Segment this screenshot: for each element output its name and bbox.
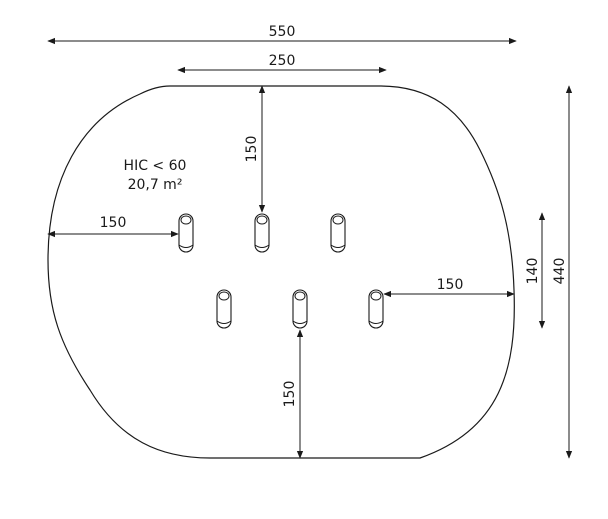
stepping-post (330, 213, 346, 253)
posts-lower-row (216, 289, 384, 329)
dim-overall-height-label: 440 (552, 258, 568, 285)
stepping-post (368, 289, 384, 329)
dim-bottom-clearance-label: 150 (282, 381, 298, 408)
dim-right-clearance-label: 150 (437, 277, 464, 293)
stepping-post (292, 289, 308, 329)
safety-area-outline (47, 85, 515, 459)
dim-left-clearance-label: 150 (100, 215, 127, 231)
dim-top-clearance-label: 150 (244, 136, 260, 163)
hic-label: HIC < 60 (124, 158, 187, 174)
stepping-post (254, 213, 270, 253)
area-label: 20,7 m² (128, 177, 183, 193)
posts-upper-row (178, 213, 346, 253)
dim-upper-width-label: 250 (269, 53, 296, 69)
dim-overall-width-label: 550 (269, 24, 296, 40)
dim-offset-height-label: 140 (525, 258, 541, 285)
stepping-post (178, 213, 194, 253)
stepping-post (216, 289, 232, 329)
